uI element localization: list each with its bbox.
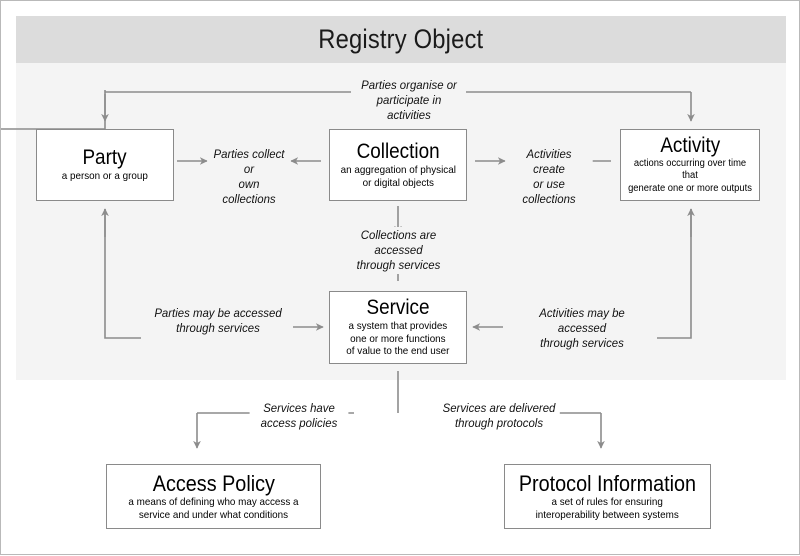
node-activity-title: Activity xyxy=(660,134,720,158)
wire-party-top xyxy=(1,90,106,130)
node-access-policy[interactable]: Access Policy a means of defining who ma… xyxy=(106,464,321,529)
page-title: Registry Object xyxy=(318,24,484,54)
node-protocol-information-title: Protocol Information xyxy=(518,470,697,496)
wire-service-to-party xyxy=(104,209,141,339)
node-party[interactable]: Party a person or a group xyxy=(36,129,174,201)
node-protocol-information[interactable]: Protocol Information a set of rules for … xyxy=(504,464,711,529)
node-access-policy-title: Access Policy xyxy=(152,470,275,496)
node-service-title: Service xyxy=(366,295,430,319)
node-collection-title: Collection xyxy=(356,139,440,163)
panel-header: Registry Object xyxy=(16,16,786,63)
node-activity[interactable]: Activity actions occurring over time tha… xyxy=(620,129,760,201)
node-party-title: Party xyxy=(82,146,128,170)
wire-service-to-activity xyxy=(657,209,692,339)
node-party-desc: a person or a group xyxy=(61,170,149,183)
